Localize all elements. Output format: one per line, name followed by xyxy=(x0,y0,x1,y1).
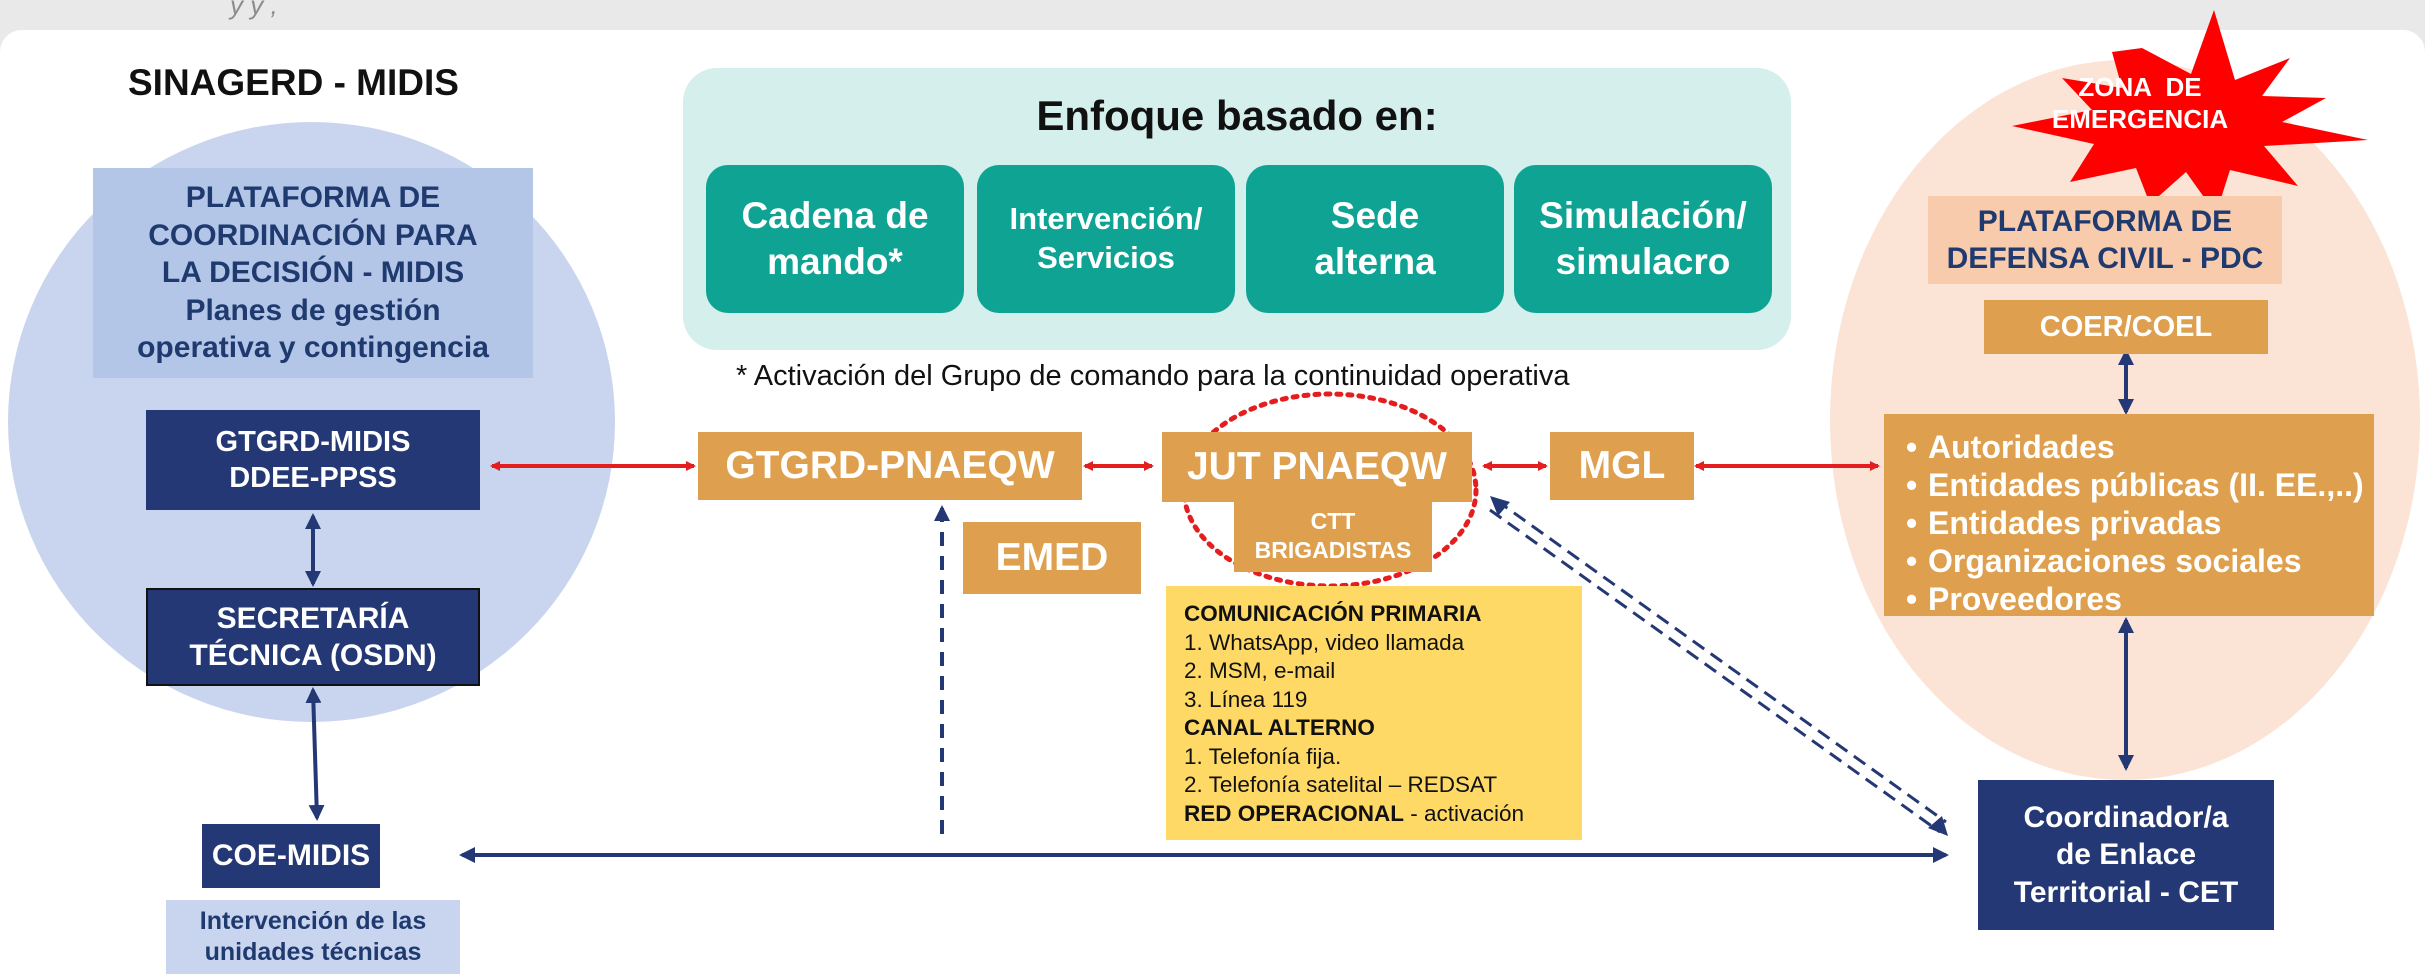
dashed-diagonal-head-start xyxy=(1490,496,1510,516)
plataforma-defensa-civil: PLATAFORMA DE DEFENSA CIVIL - PDC xyxy=(1928,196,2282,284)
dashed-diagonal-head-end xyxy=(1928,816,1948,836)
canal-alterno-2: 2. Telefonía satelital – REDSAT xyxy=(1184,772,1498,797)
comunicacion-box: COMUNICACIÓN PRIMARIA 1. WhatsApp, video… xyxy=(1166,586,1582,840)
coer-coel-box: COER/COEL xyxy=(1984,300,2268,354)
red-operacional-title: RED OPERACIONAL xyxy=(1184,800,1405,826)
enfoque-item-simulacion: Simulación/ simulacro xyxy=(1514,165,1772,313)
enfoque-item-intervencion: Intervención/ Servicios xyxy=(977,165,1235,313)
gtgrd-pnaeqw-box: GTGRD-PNAEQW xyxy=(698,432,1082,500)
zona-emergencia-label: ZONA DE EMERGENCIA xyxy=(2051,71,2229,135)
enfoque-title: Enfoque basado en: xyxy=(1036,92,1438,139)
actores-box: Autoridades Entidades públicas (II. EE.,… xyxy=(1884,414,2374,618)
actor-item: Entidades privadas xyxy=(1906,504,2374,542)
enfoque-footnote: * Activación del Grupo de comando para l… xyxy=(736,360,1570,392)
arrow-secretaria-to-coe xyxy=(305,687,325,821)
header-fragment: y y , xyxy=(230,0,278,20)
comunicacion-primaria-title: COMUNICACIÓN PRIMARIA xyxy=(1184,601,1482,626)
canal-alterno-1: 1. Telefonía fija. xyxy=(1184,743,1342,769)
jut-pnaeqw-box: JUT PNAEQW xyxy=(1162,432,1472,502)
comunicacion-primaria-2: 2. MSM, e-mail xyxy=(1184,658,1336,683)
actor-item: Autoridades xyxy=(1906,428,2374,466)
actor-item: Organizaciones sociales xyxy=(1906,542,2374,580)
secretaria-tecnica-box: SECRETARÍA TÉCNICA (OSDN) xyxy=(146,588,480,686)
actor-item: Entidades públicas (II. EE.,..) xyxy=(1906,466,2374,504)
red-operacional-line: RED OPERACIONAL - activación xyxy=(1184,800,1564,829)
intervencion-unidades: Intervención de las unidades técnicas xyxy=(166,900,460,974)
ctt-brigadistas-box: CTT BRIGADISTAS xyxy=(1234,500,1432,572)
canal-alterno-title: CANAL ALTERNO xyxy=(1184,715,1375,740)
dashed-diagonal-b xyxy=(1489,508,1941,834)
red-operacional-suffix: - activación xyxy=(1404,800,1525,826)
coordinador-enlace-box: Coordinador/a de Enlace Territorial - CE… xyxy=(1978,780,2274,930)
actores-list: Autoridades Entidades públicas (II. EE.,… xyxy=(1884,428,2374,618)
enfoque-item-sede: Sede alterna xyxy=(1246,165,1504,313)
enfoque-item-cadena: Cadena de mando* xyxy=(706,165,964,313)
comunicacion-primaria-3: 3. Línea 119 xyxy=(1184,686,1308,712)
emed-box: EMED xyxy=(963,522,1141,594)
plataforma-coordinacion: PLATAFORMA DE COORDINACIÓN PARA LA DECIS… xyxy=(93,168,533,378)
gtgrd-midis-box: GTGRD-MIDIS DDEE-PPSS xyxy=(146,410,480,510)
comunicacion-primaria-1: 1. WhatsApp, video llamada xyxy=(1184,629,1465,655)
sinagerd-title: SINAGERD - MIDIS xyxy=(128,62,459,103)
actor-item: Proveedores xyxy=(1906,580,2374,618)
coe-midis-box: COE-MIDIS xyxy=(202,824,380,888)
emergency-starburst xyxy=(2012,10,2368,214)
dashed-diagonal-a xyxy=(1495,498,1947,824)
mgl-box: MGL xyxy=(1550,432,1694,500)
